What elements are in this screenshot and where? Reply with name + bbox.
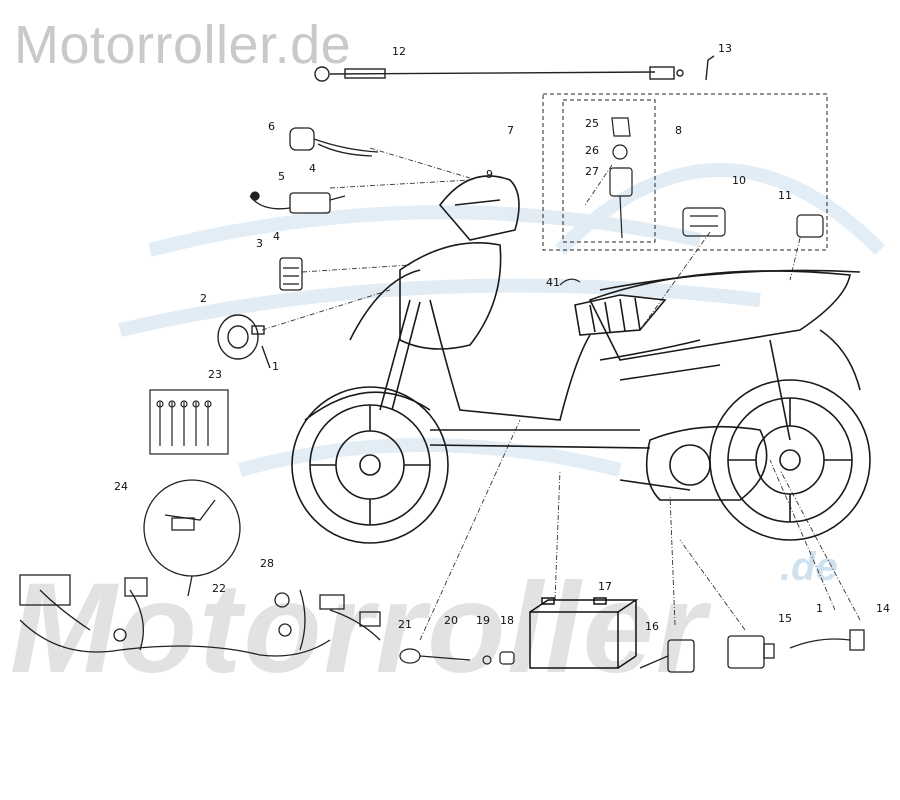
cdi-unit bbox=[639, 639, 695, 673]
callout-8: 8 bbox=[675, 124, 682, 137]
throttle-cable bbox=[314, 66, 684, 82]
watermark-domain-suffix: .de bbox=[780, 545, 838, 589]
callout-22: 22 bbox=[212, 582, 226, 595]
callout-20: 20 bbox=[444, 614, 458, 627]
leader-lines bbox=[261, 147, 861, 641]
voltage-regulator bbox=[249, 191, 346, 214]
callout-27: 27 bbox=[585, 165, 599, 178]
relay bbox=[279, 257, 303, 291]
callout-16: 16 bbox=[645, 620, 659, 633]
callout-17: 17 bbox=[598, 580, 612, 593]
watermark-swoosh-art bbox=[118, 163, 885, 477]
callout-26: 26 bbox=[585, 144, 599, 157]
callout-25: 25 bbox=[585, 117, 599, 130]
indicator-bulb bbox=[559, 278, 581, 286]
callout-23: 23 bbox=[208, 368, 222, 381]
callout-21: 21 bbox=[398, 618, 412, 631]
callout-10: 10 bbox=[732, 174, 746, 187]
connector-detail-circle bbox=[143, 479, 241, 597]
callout-1-left: 1 bbox=[272, 360, 279, 373]
callout-12: 12 bbox=[392, 45, 406, 58]
ignition-switch-parts bbox=[609, 117, 633, 239]
small-switch bbox=[796, 214, 824, 238]
battery bbox=[529, 597, 639, 669]
callout-15: 15 bbox=[778, 612, 792, 625]
callout-28: 28 bbox=[260, 557, 274, 570]
callout-13: 13 bbox=[718, 42, 732, 55]
callout-5: 5 bbox=[278, 170, 285, 183]
watermark-brand: Motorroller bbox=[10, 557, 708, 700]
callout-24: 24 bbox=[114, 480, 128, 493]
starter-relay bbox=[727, 635, 775, 669]
grommet-washer bbox=[274, 592, 290, 608]
callout-2: 2 bbox=[200, 292, 207, 305]
callout-14: 14 bbox=[876, 602, 890, 615]
callout-labels: 12 13 6 5 4 9 3 4 2 1 7 8 25 26 27 10 11… bbox=[114, 42, 890, 633]
callout-19: 19 bbox=[476, 614, 490, 627]
sensor-switch-set bbox=[399, 648, 515, 665]
cable-clip bbox=[705, 55, 715, 81]
handlebar-switch bbox=[682, 207, 726, 237]
wiring-harness bbox=[19, 574, 381, 657]
callout-3: 3 bbox=[256, 237, 263, 250]
callout-7: 7 bbox=[507, 124, 514, 137]
callout-4-upper: 4 bbox=[309, 162, 316, 175]
callout-41: 41 bbox=[546, 276, 560, 289]
callout-11: 11 bbox=[778, 189, 792, 202]
callout-6: 6 bbox=[268, 120, 275, 133]
callout-1-right: 1 bbox=[816, 602, 823, 615]
fuse-set bbox=[149, 389, 229, 455]
scooter-illustration bbox=[291, 175, 871, 544]
callout-4-lower: 4 bbox=[273, 230, 280, 243]
plug-connector bbox=[289, 127, 379, 157]
watermark-site-name: Motorroller.de bbox=[14, 15, 352, 75]
sensor-lead bbox=[789, 629, 865, 651]
callout-9: 9 bbox=[486, 168, 493, 181]
horn bbox=[217, 314, 271, 369]
switch-assembly-box bbox=[542, 93, 828, 251]
callout-18: 18 bbox=[500, 614, 514, 627]
